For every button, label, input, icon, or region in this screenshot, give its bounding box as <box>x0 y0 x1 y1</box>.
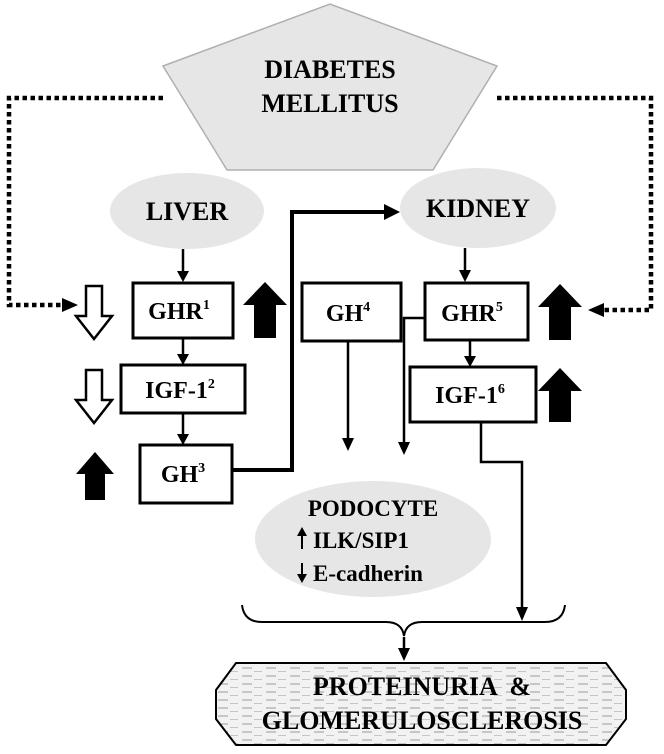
solid-connectors <box>181 210 524 649</box>
outcome-line1: PROTEINURIA & <box>313 672 531 701</box>
igf1-2-decrease-arrow <box>73 368 115 426</box>
ghr5-box <box>423 281 530 342</box>
podocyte-ilk-sip1: ILK/SIP1 <box>313 528 409 553</box>
ghr1-label: GHR1 <box>148 298 210 325</box>
dotted-arrow-right <box>497 95 654 313</box>
outcome-shape <box>215 662 627 746</box>
diabetes-label-line2: MELLITUS <box>261 89 398 118</box>
igf1-6-label: IGF-16 <box>435 382 505 409</box>
connector-arrowheads <box>177 204 528 661</box>
gh4-label: GH4 <box>326 300 370 327</box>
down-small-arrow-icon <box>297 563 307 583</box>
merge-brace <box>241 604 566 637</box>
igf1-6-increase-arrow <box>538 368 582 422</box>
diabetes-label-line1: DIABETES <box>264 55 396 84</box>
up-small-arrow-icon <box>297 527 307 549</box>
gh3-box <box>138 443 234 505</box>
gh4-box <box>300 281 403 343</box>
dotted-arrowhead-left <box>62 298 78 312</box>
podocyte-title: PODOCYTE <box>308 496 438 521</box>
ghr1-decrease-arrow <box>73 284 115 342</box>
podocyte-node <box>255 481 491 597</box>
igf1-6-box <box>408 365 538 424</box>
dotted-arrow-left <box>6 95 163 308</box>
ghr1-side-increase-arrow <box>243 282 287 338</box>
igf1-2-label: IGF-12 <box>145 377 215 404</box>
liver-node <box>110 173 264 249</box>
gh3-increase-arrow <box>76 452 114 500</box>
diabetes-mellitus-shape <box>161 3 499 171</box>
ghr5-increase-arrow <box>538 284 582 340</box>
ghr5-label: GHR5 <box>441 300 503 327</box>
liver-label: LIVER <box>146 197 229 226</box>
dotted-arrowhead-right <box>588 303 604 317</box>
kidney-node <box>400 168 556 248</box>
outcome-line2: GLOMERULOSCLEROSIS <box>262 706 583 735</box>
gh3-label: GH3 <box>161 461 205 488</box>
podocyte-e-cadherin: E-cadherin <box>313 561 423 586</box>
kidney-label: KIDNEY <box>426 194 530 223</box>
